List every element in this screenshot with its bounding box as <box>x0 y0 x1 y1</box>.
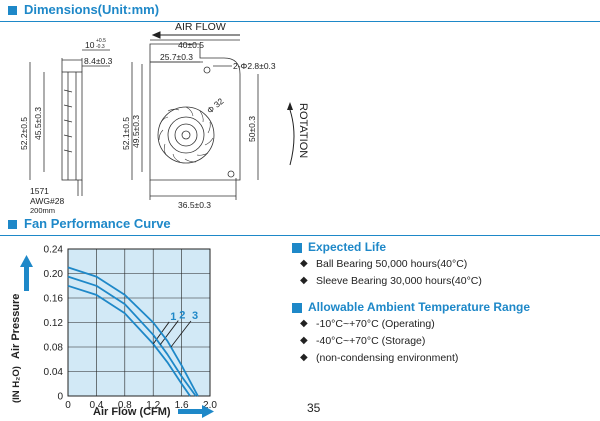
x-tick-label: 0.8 <box>118 400 132 411</box>
y-tick-label: 0.04 <box>44 367 64 378</box>
cable-spec-1: 1571 <box>30 186 49 196</box>
x-axis-label: Air Flow (CFM) <box>93 406 171 418</box>
airflow-label: AIR FLOW <box>175 21 226 33</box>
y-tick-label: 0.12 <box>44 318 64 329</box>
x-tick-label: 0.4 <box>89 400 103 411</box>
list-item: ◆ Sleeve Bearing 30,000 hours(40°C) <box>290 275 590 292</box>
header-square-icon <box>8 6 17 15</box>
dim-w-inner: 25.7±0.3 <box>160 52 193 62</box>
cable-spec-2: AWG#28 <box>30 196 64 206</box>
page-number: 35 <box>307 401 321 415</box>
diamond-bullet-icon: ◆ <box>300 275 308 286</box>
x-tick-label: 0 <box>65 400 71 411</box>
dim-w-bottom: 36.5±0.3 <box>178 200 211 210</box>
dim-thick-top: 10 <box>85 40 95 50</box>
list-item: ◆ Ball Bearing 50,000 hours(40°C) <box>290 258 590 275</box>
diamond-bullet-icon: ◆ <box>300 335 308 346</box>
cable-spec-3: 200mm <box>30 206 55 215</box>
y-tick-label: 0.20 <box>44 269 64 280</box>
dimensions-title: Dimensions(Unit:mm) <box>24 2 160 17</box>
dim-front-h1: 52.1±0.5 <box>121 117 131 150</box>
curve-label: 1 <box>170 311 176 323</box>
front-view-body <box>149 43 241 181</box>
x-axis-arrow-icon <box>178 405 214 418</box>
y-tick-label: 0 <box>57 392 63 403</box>
dim-diam: Φ 32 <box>205 96 226 116</box>
dim-holes: 2-Φ2.8±0.3 <box>233 61 276 71</box>
y-axis-arrow-icon <box>20 255 33 291</box>
airflow-arrow-icon <box>151 31 240 39</box>
temperature-heading: Allowable Ambient Temperature Range <box>290 300 590 318</box>
curve-leader <box>170 320 192 348</box>
curve-leader <box>159 320 179 345</box>
y-axis-label: Air Pressure <box>10 294 22 359</box>
y-tick-label: 0.08 <box>44 343 64 354</box>
rotation-label: ROTATION <box>297 103 309 158</box>
header-rule <box>0 21 600 22</box>
list-item-text: -10°C~+70°C (Operating) <box>316 318 435 330</box>
y-tick-label: 0.24 <box>44 245 64 256</box>
diamond-bullet-icon: ◆ <box>300 318 308 329</box>
x-tick-label: 1.2 <box>146 400 160 411</box>
list-item-text: -40°C~+70°C (Storage) <box>316 335 426 347</box>
curve-title: Fan Performance Curve <box>24 216 171 231</box>
dimension-drawing: AIR FLOW ROTATION 10 +0.5 -0.3 8.4±0.3 5… <box>19 21 309 215</box>
dim-front-h2: 49.5±0.3 <box>131 115 141 148</box>
temperature-title: Allowable Ambient Temperature Range <box>308 300 531 314</box>
x-tick-label: 2.0 <box>203 400 217 411</box>
header-square-icon <box>8 220 17 229</box>
side-view-body <box>61 71 83 181</box>
tick-labels: 0 0.4 0.8 1.2 1.6 2.0 0 0.04 0.08 0.12 0.16 0.20 0.2… <box>44 245 218 412</box>
dim-side-h2: 45.5±0.3 <box>33 107 43 140</box>
grid-lines <box>68 249 210 396</box>
expected-life-title: Expected Life <box>308 240 387 254</box>
heading-square-icon <box>292 303 302 313</box>
y-axis-unit: (IN H₂O) <box>11 366 22 403</box>
list-item-text: Ball Bearing 50,000 hours(40°C) <box>316 258 468 270</box>
dim-side-h1: 52.2±0.5 <box>19 117 29 150</box>
diamond-bullet-icon: ◆ <box>300 352 308 363</box>
header-rule <box>0 235 600 236</box>
dim-thick-sub: -0.3 <box>96 44 105 50</box>
curve-2 <box>67 275 197 397</box>
list-item: ◆ -40°C~+70°C (Storage) <box>290 335 590 352</box>
dim-thick: 8.4±0.3 <box>84 56 113 66</box>
list-item-text: (non-condensing environment) <box>316 352 459 364</box>
expected-life-heading: Expected Life <box>290 240 590 258</box>
x-tick-label: 1.6 <box>175 400 189 411</box>
curve-label: 3 <box>192 310 198 322</box>
list-item-text: Sleeve Bearing 30,000 hours(40°C) <box>316 275 482 287</box>
diamond-bullet-icon: ◆ <box>300 258 308 269</box>
curve-label: 2 <box>179 310 185 322</box>
list-item: ◆ -10°C~+70°C (Operating) <box>290 318 590 335</box>
curve-header: Fan Performance Curve <box>0 216 600 236</box>
y-tick-label: 0.16 <box>44 294 64 305</box>
specs-panel: Expected Life ◆ Ball Bearing 50,000 hours… <box>290 240 590 369</box>
heading-square-icon <box>292 243 302 253</box>
dim-thick-sup: +0.5 <box>96 38 106 44</box>
rotation-arrow-icon <box>289 109 295 166</box>
dimensions-header: Dimensions(Unit:mm) <box>0 2 600 22</box>
dim-front-h3: 50±0.3 <box>247 116 257 142</box>
list-item: ◆ (non-condensing environment) <box>290 352 590 369</box>
dim-w-top: 40±0.5 <box>178 40 204 50</box>
curve-3 <box>67 266 199 397</box>
